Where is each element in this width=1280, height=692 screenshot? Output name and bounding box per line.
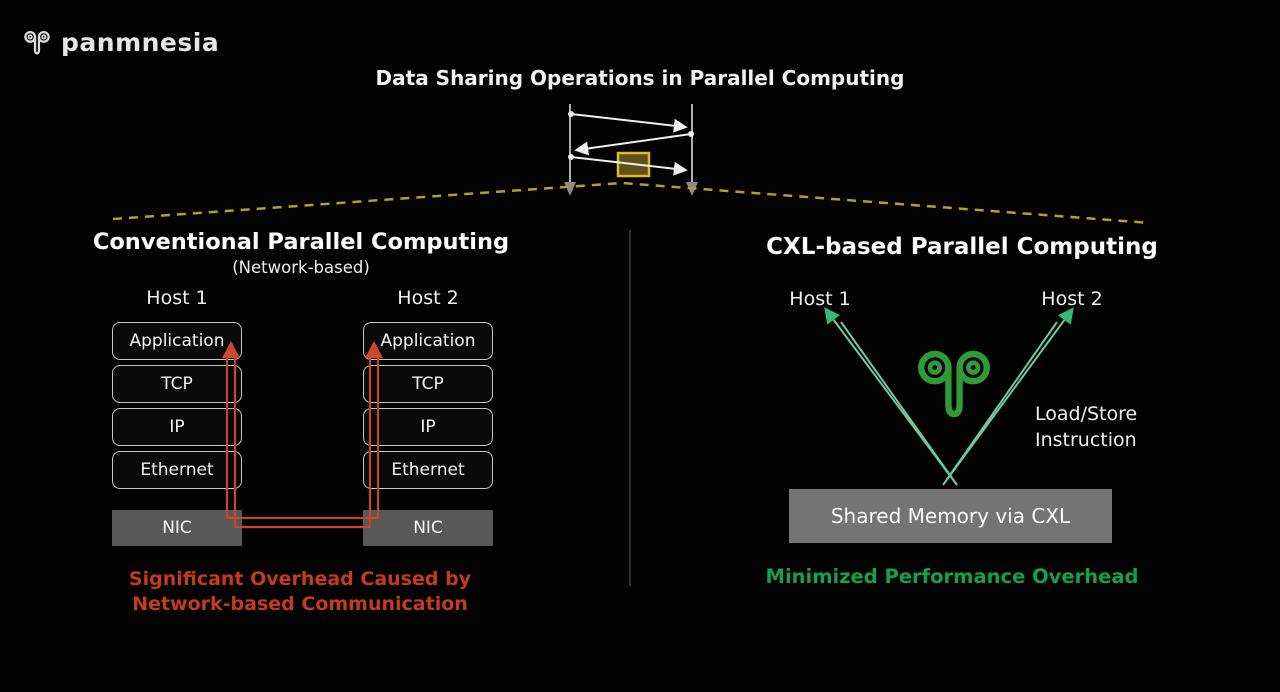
cxl-arrow-host2 [942, 307, 1074, 486]
shared-memory-label: Shared Memory via CXL [830, 504, 1071, 528]
right-host1-label: Host 1 [789, 288, 851, 310]
host1-nic-box: NIC [112, 510, 242, 546]
left-host2-label: Host 2 [397, 287, 459, 309]
right-caption: Minimized Performance Overhead [765, 565, 1139, 588]
cxl-arrows [824, 307, 1074, 486]
page-title: Data Sharing Operations in Parallel Comp… [375, 66, 905, 90]
loadstore-line1: Load/Store [1035, 403, 1138, 425]
host2-nic-box: NIC [363, 510, 493, 546]
message-arrow [570, 156, 688, 176]
cxl-arrow-host1 [824, 307, 958, 486]
host2-layer-ip: IP [363, 408, 493, 446]
left-host1-label: Host 1 [146, 287, 208, 309]
left-caption-line1: Significant Overhead Caused by [128, 568, 472, 590]
host2-layer-ethernet: Ethernet [363, 451, 493, 489]
panmnesia-mark-green-icon [918, 350, 990, 418]
host2-layer-application: Application [363, 322, 493, 360]
host1-layer-ip: IP [112, 408, 242, 446]
brand-logo: panmnesia [20, 26, 219, 58]
host1-layer-ethernet: Ethernet [112, 451, 242, 489]
shared-memory-box: Shared Memory via CXL [789, 489, 1112, 543]
red-roundtrip-arrow [222, 341, 383, 529]
loadstore-annotation: Load/Store Instruction [1035, 401, 1137, 453]
left-panel-subtitle: (Network-based) [232, 258, 370, 277]
left-panel-title: Conventional Parallel Computing [92, 229, 510, 255]
message-origin-dot [568, 111, 574, 117]
brand-name: panmnesia [61, 27, 220, 57]
panmnesia-mark-icon [24, 30, 50, 55]
host1-layer-tcp: TCP [112, 365, 242, 403]
right-host2-label: Host 2 [1041, 288, 1103, 310]
host1-layer-application: Application [112, 322, 242, 360]
red-arrowhead-icon [222, 341, 240, 358]
lifeline-arrowhead-icon [564, 182, 576, 196]
message-arrow [574, 133, 692, 156]
right-panel-title: CXL-based Parallel Computing [766, 234, 1158, 260]
sequence-diagram [564, 104, 698, 196]
red-arrowhead-icon [365, 341, 383, 358]
left-caption: Significant Overhead Caused by Network-b… [95, 567, 505, 617]
panel-divider [629, 230, 631, 586]
message-origin-dot [568, 154, 574, 160]
loadstore-line2: Instruction [1035, 429, 1137, 451]
message-origin-dot [688, 131, 694, 137]
left-caption-line2: Network-based Communication [132, 593, 468, 615]
host2-layer-tcp: TCP [363, 365, 493, 403]
message-arrow [570, 113, 688, 133]
